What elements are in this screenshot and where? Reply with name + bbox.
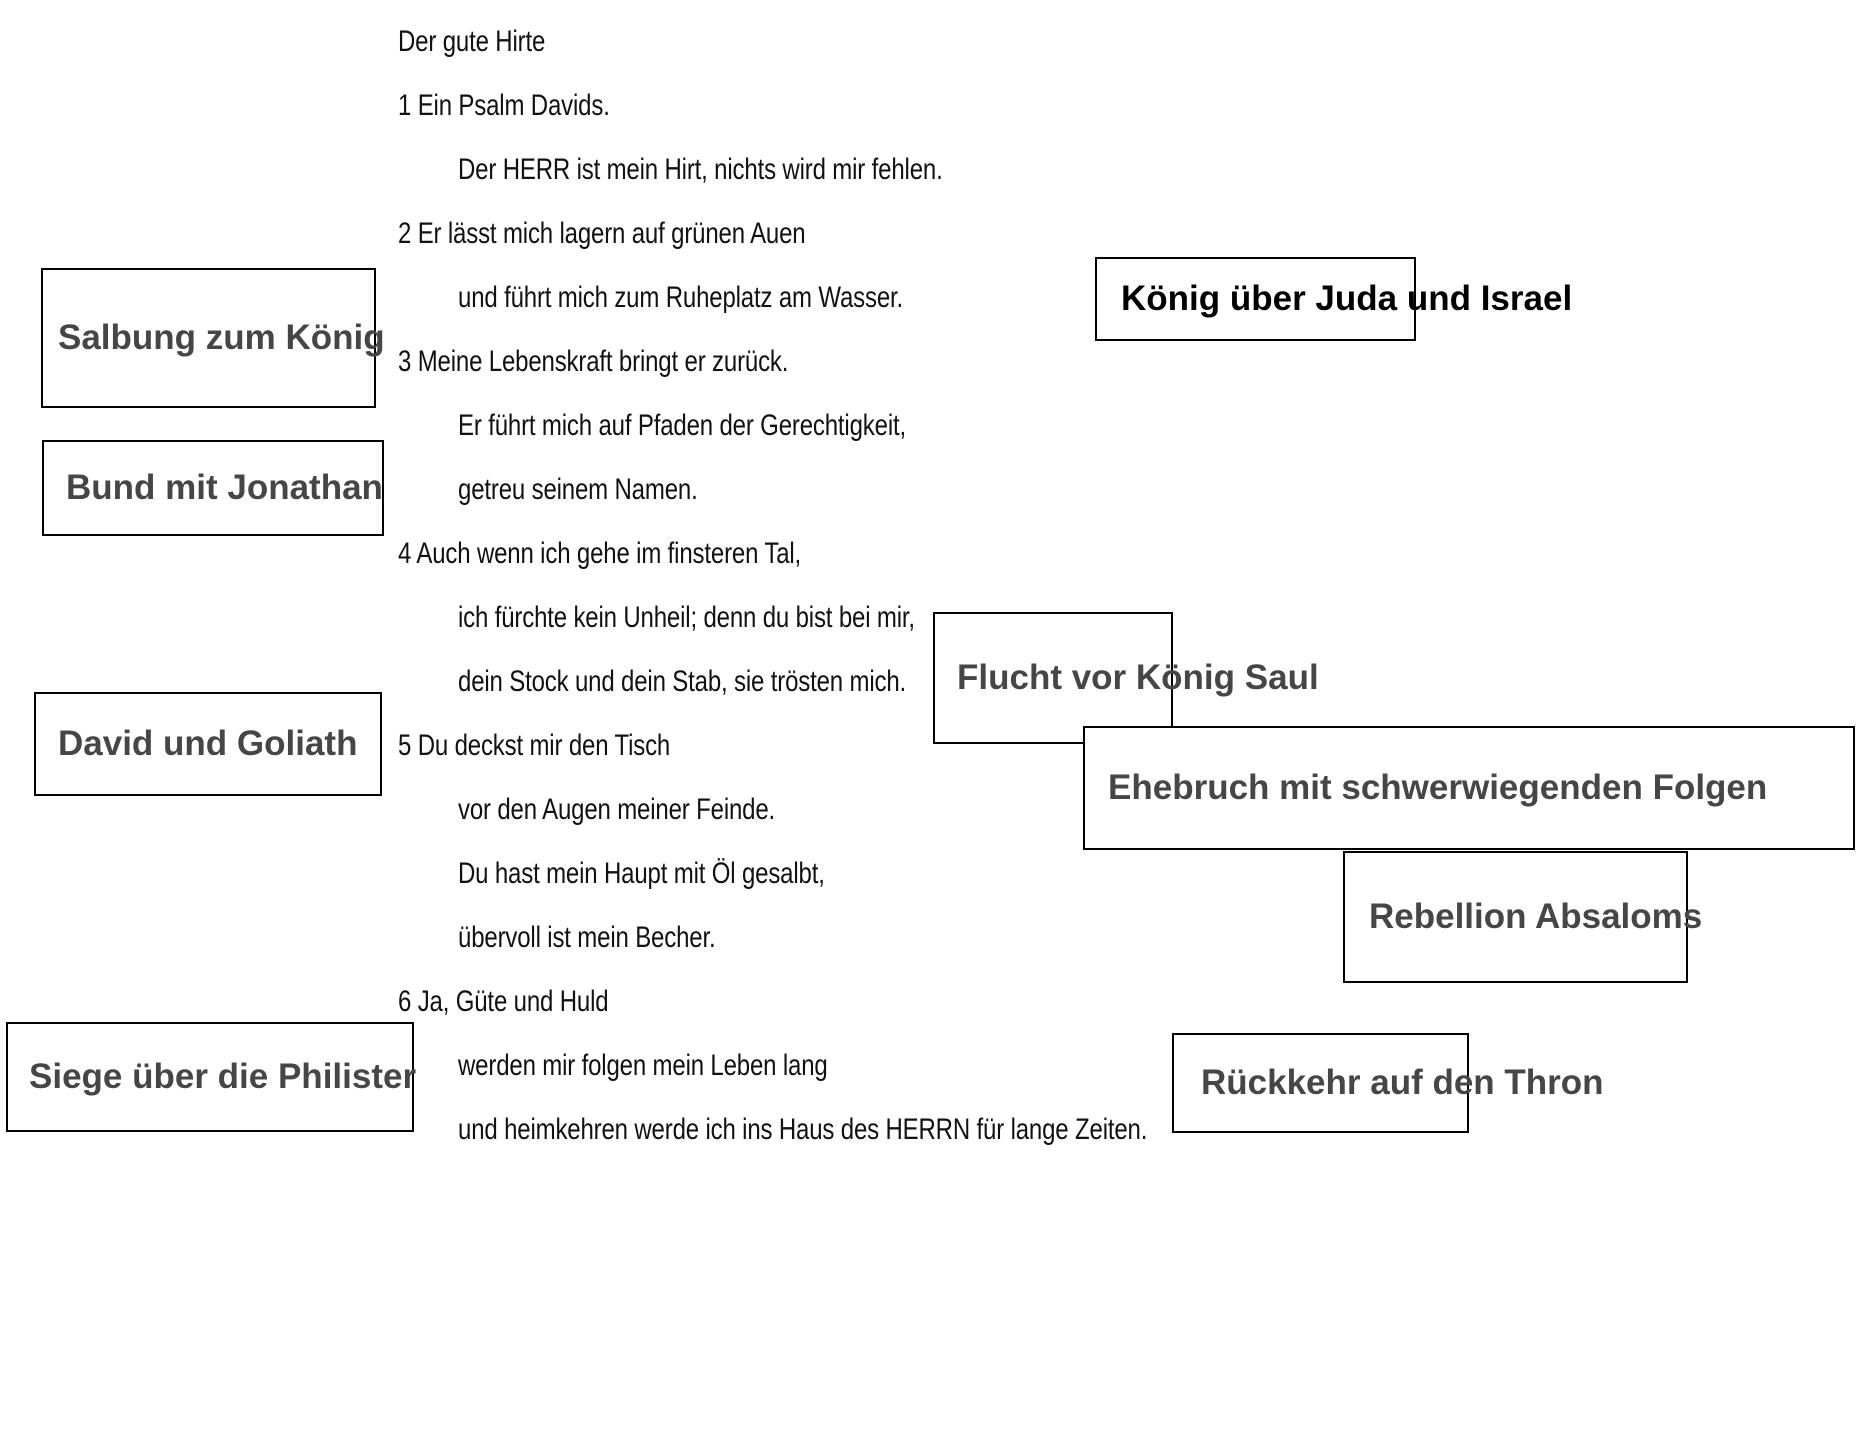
event-box-rebellion-absaloms[interactable]: Rebellion Absaloms	[1343, 851, 1702, 983]
psalm-line: Der HERR ist mein Hirt, nichts wird mir …	[458, 153, 943, 186]
psalm-line: Er führt mich auf Pfaden der Gerechtigke…	[458, 409, 907, 442]
event-box-label: Flucht vor König Saul	[957, 657, 1319, 697]
event-box-label: Rückkehr auf den Thron	[1201, 1062, 1604, 1102]
psalm-line: ich fürchte kein Unheil; denn du bist be…	[458, 601, 915, 634]
psalm-line: übervoll ist mein Becher.	[458, 921, 716, 954]
psalm-text-block: Der gute Hirte 1 Ein Psalm Davids. Der H…	[398, 26, 1338, 1178]
psalm-line: werden mir folgen mein Leben lang	[458, 1049, 828, 1082]
event-box-ehebruch-mit-schwerwiegenden-folgen[interactable]: Ehebruch mit schwerwiegenden Folgen	[1083, 726, 1855, 850]
event-box-label: Bund mit Jonathan	[66, 467, 383, 507]
psalm-line: 5 Du deckst mir den Tisch	[398, 729, 671, 762]
event-box-label: Ehebruch mit schwerwiegenden Folgen	[1108, 767, 1768, 807]
psalm-line: und führt mich zum Ruheplatz am Wasser.	[458, 281, 904, 314]
psalm-heading: Der gute Hirte	[398, 25, 546, 58]
event-box-flucht-vor-koenig-saul[interactable]: Flucht vor König Saul	[933, 612, 1319, 744]
psalm-line: 1 Ein Psalm Davids.	[398, 89, 610, 122]
event-box-david-und-goliath[interactable]: David und Goliath	[34, 692, 382, 796]
event-box-siege-ueber-die-philister[interactable]: Siege über die Philister	[6, 1022, 417, 1132]
psalm-line: 3 Meine Lebenskraft bringt er zurück.	[398, 345, 789, 378]
psalm-line: vor den Augen meiner Feinde.	[458, 793, 776, 826]
psalm-line: Du hast mein Haupt mit Öl gesalbt,	[458, 857, 825, 890]
psalm-line: 4 Auch wenn ich gehe im finsteren Tal,	[398, 537, 802, 570]
psalm-line: 6 Ja, Güte und Huld	[398, 985, 609, 1018]
psalm-line: 2 Er lässt mich lagern auf grünen Auen	[398, 217, 806, 250]
psalm-line: und heimkehren werde ich ins Haus des HE…	[458, 1113, 1148, 1146]
event-box-rueckkehr-auf-den-thron[interactable]: Rückkehr auf den Thron	[1172, 1033, 1604, 1133]
event-box-label: Siege über die Philister	[29, 1056, 417, 1096]
event-box-label: Rebellion Absaloms	[1369, 896, 1703, 936]
psalm-line: dein Stock und dein Stab, sie trösten mi…	[458, 665, 907, 698]
event-box-koenig-ueber-juda-und-israel[interactable]: König über Juda und Israel	[1095, 257, 1572, 341]
event-box-bund-mit-jonathan[interactable]: Bund mit Jonathan	[42, 440, 384, 536]
psalm-line: getreu seinem Namen.	[458, 473, 698, 506]
event-box-label: David und Goliath	[58, 723, 358, 763]
event-box-label: Salbung zum König	[58, 317, 385, 357]
event-box-salbung-zum-koenig[interactable]: Salbung zum König	[41, 268, 385, 408]
event-box-label: König über Juda und Israel	[1121, 278, 1573, 318]
